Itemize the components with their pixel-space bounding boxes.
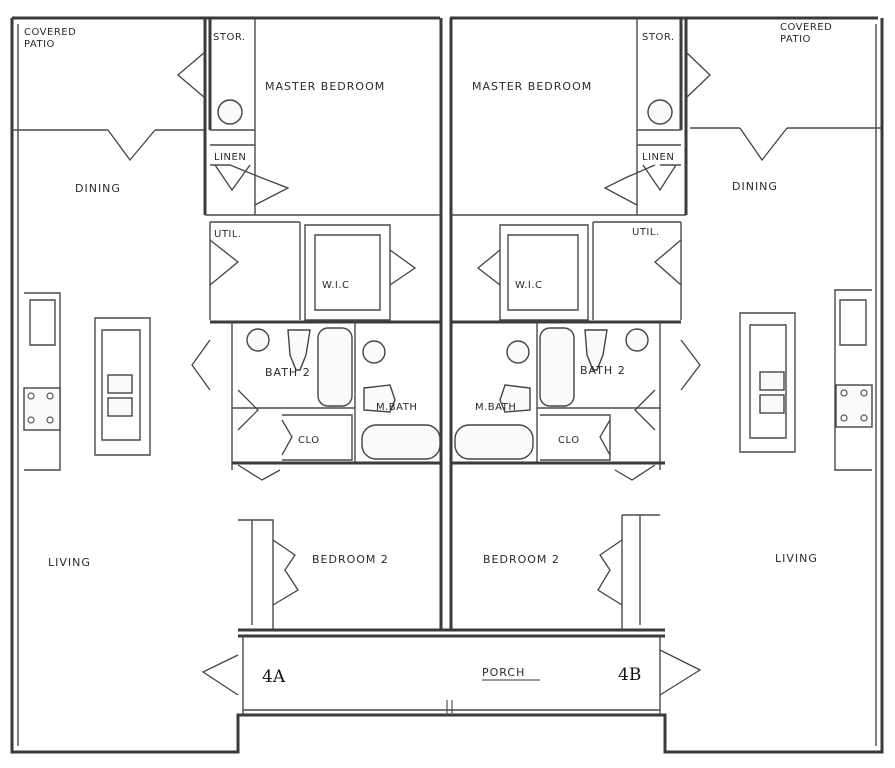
outer-walls: [10, 16, 884, 754]
util-right-label: UTIL.: [632, 227, 660, 238]
linen-right-label: LINEN: [642, 152, 674, 163]
dining-left-label: DINING: [75, 182, 121, 195]
unit-4b: [451, 18, 882, 696]
stor-right-label: STOR.: [642, 32, 675, 43]
covered-patio-left-label: COVERED: [24, 27, 76, 38]
room-labels: COVERED PATIO COVERED PATIO STOR. STOR. …: [24, 22, 832, 687]
master-bedroom-left-label: MASTER BEDROOM: [265, 80, 385, 93]
living-right-label: LIVING: [775, 552, 818, 565]
master-bedroom-right-label: MASTER BEDROOM: [472, 80, 592, 93]
mbath-right-label: M.BATH: [475, 402, 516, 413]
porch-label: PORCH: [482, 666, 525, 679]
covered-patio-left-label-2: PATIO: [24, 39, 55, 50]
dining-right-label: DINING: [732, 180, 778, 193]
clo-right-label: CLO: [558, 435, 580, 446]
bedroom2-left-label: BEDROOM 2: [312, 553, 389, 566]
wic-left-label: W.I.C: [322, 280, 350, 291]
unit-4a-label: 4A: [262, 667, 286, 687]
wic-right-label: W.I.C: [515, 280, 543, 291]
mbath-left-label: M.BATH: [376, 402, 417, 413]
bath2-left-label: BATH 2: [265, 366, 311, 379]
unit-4a: [12, 18, 441, 696]
stor-left-label: STOR.: [213, 32, 246, 43]
util-left-label: UTIL.: [214, 229, 242, 240]
unit-4b-label: 4B: [618, 665, 641, 685]
bath2-right-label: BATH 2: [580, 364, 626, 377]
covered-patio-right-label-2: PATIO: [780, 34, 811, 45]
linen-left-label: LINEN: [214, 152, 246, 163]
bedroom2-right-label: BEDROOM 2: [483, 553, 560, 566]
clo-left-label: CLO: [298, 435, 320, 446]
living-left-label: LIVING: [48, 556, 91, 569]
covered-patio-right-label: COVERED: [780, 22, 832, 33]
